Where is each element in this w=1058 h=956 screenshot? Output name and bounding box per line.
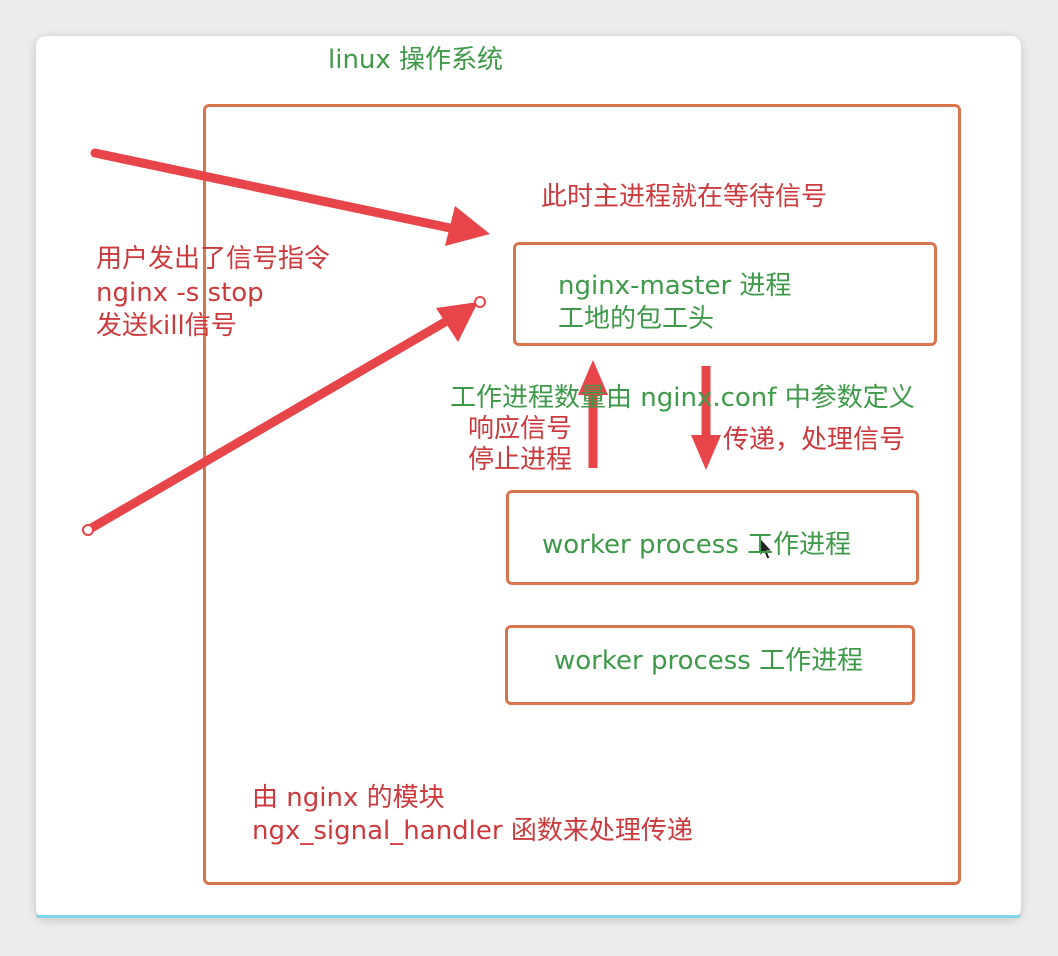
diagram-canvas: [36, 36, 1021, 918]
respond-line2: 停止进程: [468, 445, 573, 475]
worker-2-label: worker process 工作进程: [554, 646, 864, 676]
module-note-line1: 由 nginx 的模块: [252, 783, 445, 813]
worker-count-note: 工作进程数量由 nginx.conf 中参数定义: [450, 383, 915, 413]
master-box-line2: 工地的包工头: [558, 304, 715, 334]
worker-1-label: worker process 工作进程: [542, 530, 852, 560]
user-signal-arrow-top: [90, 148, 490, 246]
transfer-down-arrow: [691, 366, 721, 470]
master-box-line1: nginx-master 进程: [558, 271, 792, 301]
user-signal-line2: nginx -s stop: [96, 278, 264, 308]
canvas-bottom-border: [36, 915, 1021, 918]
user-signal-arrow-bottom: [82, 296, 486, 536]
mouse-cursor-icon: [759, 536, 774, 560]
respond-line1: 响应信号: [468, 414, 573, 444]
os-title: linux 操作系统: [328, 45, 504, 75]
worker-box-1: [506, 490, 919, 585]
linux-os-box: [203, 104, 961, 885]
transfer-label: 传递，处理信号: [723, 425, 906, 455]
nginx-master-box: [513, 242, 937, 346]
respond-up-arrow: [578, 360, 608, 468]
master-waiting-label: 此时主进程就在等待信号: [541, 182, 828, 212]
user-signal-line1: 用户发出了信号指令: [96, 244, 331, 274]
user-signal-line3: 发送kill信号: [96, 311, 237, 341]
module-note-line2: ngx_signal_handler 函数来处理传递: [252, 816, 693, 846]
worker-box-2: [505, 625, 915, 705]
